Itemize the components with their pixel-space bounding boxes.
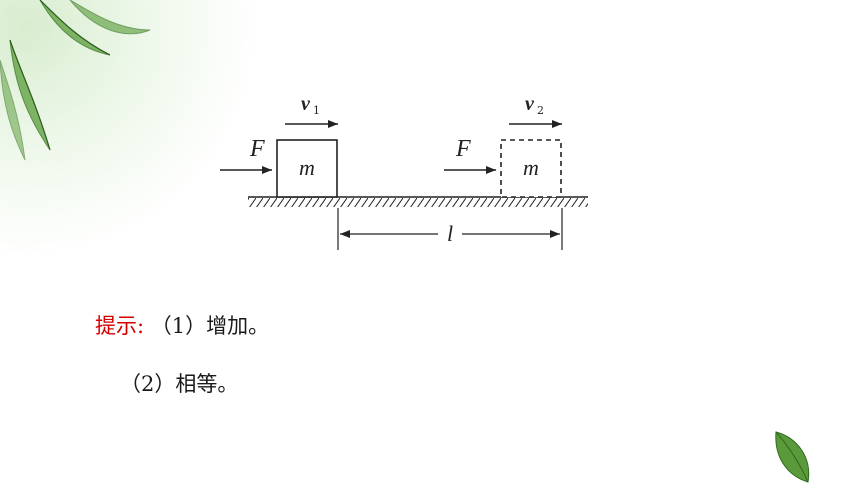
block-left [276, 139, 338, 198]
velocity-left-label: v [301, 93, 311, 115]
physics-diagram: m m F F v 1 v 2 l [220, 93, 588, 250]
leaf-decoration-icon [0, 0, 151, 161]
mass-left-label: m [299, 155, 315, 180]
velocity-left-subscript: 1 [313, 104, 320, 117]
force-right-label: F [455, 136, 471, 162]
ground-hatching [248, 198, 588, 207]
hint-answer-1: （1）增加。 [150, 314, 270, 338]
velocity-right-label: v [525, 93, 535, 115]
leaf-decoration-icon [775, 431, 810, 483]
block-right [500, 139, 562, 198]
hint-label: 提示: [95, 314, 145, 338]
hint-line-1: 提示: （1）增加。 [95, 310, 269, 340]
hint-answer-2: （2）相等。 [120, 372, 239, 396]
distance-label: l [447, 221, 453, 246]
mass-right-label: m [523, 155, 539, 180]
velocity-right-subscript: 2 [537, 104, 544, 117]
force-left-label: F [249, 136, 265, 162]
